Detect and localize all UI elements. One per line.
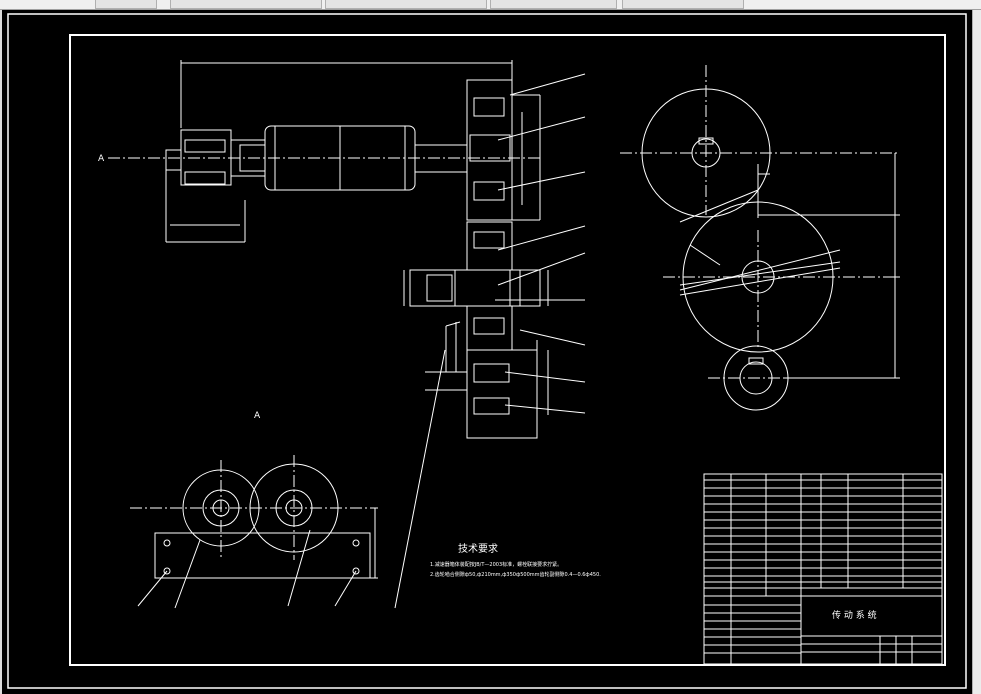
notes-title: 技术要求: [458, 542, 498, 555]
title-block: [703, 473, 943, 665]
note-line-2: 2.齿轮啮合侧隙ф50,ф210mm,ф350ф500mm齿轮副侧隙0.4—0.…: [430, 571, 601, 578]
inner-frame: [69, 34, 946, 666]
drawing-canvas[interactable]: A A 技术要求 1.减速器箱体装配按JB/T—2003标准，螺栓联接要求拧紧。…: [2, 10, 972, 694]
shaft-section-view: [108, 60, 586, 609]
toolbar-tab[interactable]: [170, 0, 322, 9]
title-block-name: 传 动 系 统: [832, 609, 877, 621]
toolbar-tab[interactable]: [95, 0, 157, 9]
outer-border: [7, 13, 967, 689]
cad-drawing: A A 技术要求 1.减速器箱体装配按JB/T—2003标准，螺栓联接要求拧紧。…: [7, 13, 967, 689]
toolbar-tab[interactable]: [490, 0, 617, 9]
gear-mesh-view: [620, 65, 900, 411]
section-label: A: [98, 154, 105, 164]
vertical-scrollbar[interactable]: [972, 10, 981, 694]
view-label: A: [254, 411, 261, 421]
toolbar-strip: [0, 0, 981, 10]
note-line-1: 1.减速器箱体装配按JB/T—2003标准，螺栓联接要求拧紧。: [430, 561, 562, 568]
toolbar-tab[interactable]: [325, 0, 487, 9]
toolbar-tab[interactable]: [622, 0, 744, 9]
view-a: [130, 455, 378, 609]
